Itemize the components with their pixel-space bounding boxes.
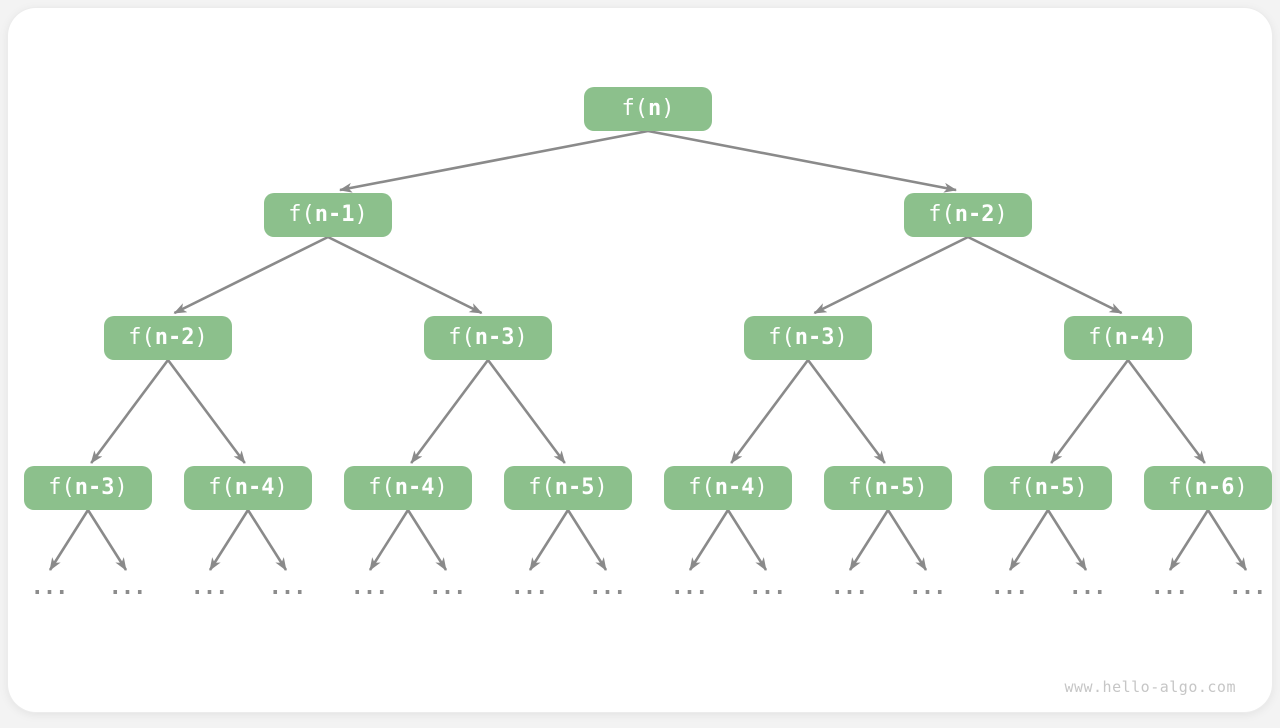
recursion-ellipsis: ...	[1068, 575, 1107, 600]
tree-node: f(n-4)	[184, 466, 312, 510]
tree-node: f(n)	[584, 87, 712, 131]
node-label-part: f(	[528, 475, 555, 500]
node-label-part: n-6	[1194, 475, 1235, 500]
node-label-part: )	[434, 475, 448, 500]
recursion-ellipsis: ...	[1150, 575, 1189, 600]
node-label-part: n-4	[394, 475, 435, 500]
tree-node: f(n-4)	[1064, 316, 1192, 360]
node-label-part: )	[994, 202, 1008, 227]
recursion-ellipsis: ...	[908, 575, 947, 600]
recursion-ellipsis: ...	[830, 575, 869, 600]
node-label-part: f(	[288, 202, 315, 227]
node-label-part: n-5	[554, 475, 595, 500]
node-label-part: f(	[48, 475, 75, 500]
tree-node: f(n-2)	[104, 316, 232, 360]
node-label-part: f(	[448, 325, 475, 350]
recursion-ellipsis: ...	[428, 575, 467, 600]
tree-node: f(n-3)	[24, 466, 152, 510]
node-label-part: n-2	[954, 202, 995, 227]
node-label-part: f(	[928, 202, 955, 227]
node-label-part: )	[514, 325, 528, 350]
node-label-part: f(	[768, 325, 795, 350]
node-label-part: n-3	[794, 325, 835, 350]
tree-node: f(n-5)	[984, 466, 1112, 510]
recursion-ellipsis: ...	[108, 575, 147, 600]
node-label-part: n-4	[234, 475, 275, 500]
node-label-part: )	[1074, 475, 1088, 500]
node-label-part: n-3	[74, 475, 115, 500]
node-label-part: f(	[688, 475, 715, 500]
node-label-part: )	[274, 475, 288, 500]
node-label-part: n-4	[1114, 325, 1155, 350]
node-label-part: n-1	[314, 202, 355, 227]
tree-node: f(n-3)	[424, 316, 552, 360]
recursion-ellipsis: ...	[190, 575, 229, 600]
node-label-part: )	[661, 96, 675, 121]
node-label-part: n-2	[154, 325, 195, 350]
node-label-part: n-4	[714, 475, 755, 500]
diagram-card: f(n)f(n-1)f(n-2)f(n-2)f(n-3)f(n-3)f(n-4)…	[8, 8, 1272, 712]
node-label-part: f(	[128, 325, 155, 350]
tree-node: f(n-4)	[664, 466, 792, 510]
watermark: www.hello-algo.com	[1064, 678, 1236, 696]
recursion-ellipsis: ...	[1228, 575, 1267, 600]
node-label-part: )	[594, 475, 608, 500]
node-label-part: )	[114, 475, 128, 500]
recursion-ellipsis: ...	[588, 575, 627, 600]
node-label-part: )	[194, 325, 208, 350]
recursion-ellipsis: ...	[268, 575, 307, 600]
node-label-part: f(	[208, 475, 235, 500]
recursion-ellipsis: ...	[510, 575, 549, 600]
node-label-part: )	[1154, 325, 1168, 350]
node-label-part: n-5	[874, 475, 915, 500]
tree-node: f(n-4)	[344, 466, 472, 510]
tree-node: f(n-2)	[904, 193, 1032, 237]
recursion-ellipsis: ...	[990, 575, 1029, 600]
tree-nodes-layer: f(n)f(n-1)f(n-2)f(n-2)f(n-3)f(n-3)f(n-4)…	[8, 8, 1280, 728]
recursion-ellipsis: ...	[670, 575, 709, 600]
node-label-part: )	[914, 475, 928, 500]
node-label-part: f(	[848, 475, 875, 500]
recursion-ellipsis: ...	[748, 575, 787, 600]
node-label-part: n-3	[474, 325, 515, 350]
node-label-part: f(	[1008, 475, 1035, 500]
node-label-part: f(	[1088, 325, 1115, 350]
node-label-part: )	[354, 202, 368, 227]
node-label-part: n	[648, 96, 662, 121]
node-label-part: f(	[621, 96, 649, 121]
tree-node: f(n-6)	[1144, 466, 1272, 510]
node-label-part: n-5	[1034, 475, 1075, 500]
node-label-part: )	[834, 325, 848, 350]
tree-node: f(n-1)	[264, 193, 392, 237]
tree-node: f(n-5)	[824, 466, 952, 510]
tree-node: f(n-5)	[504, 466, 632, 510]
recursion-ellipsis: ...	[350, 575, 389, 600]
tree-node: f(n-3)	[744, 316, 872, 360]
node-label-part: f(	[1168, 475, 1195, 500]
recursion-ellipsis: ...	[30, 575, 69, 600]
node-label-part: )	[1234, 475, 1248, 500]
node-label-part: )	[754, 475, 768, 500]
node-label-part: f(	[368, 475, 395, 500]
